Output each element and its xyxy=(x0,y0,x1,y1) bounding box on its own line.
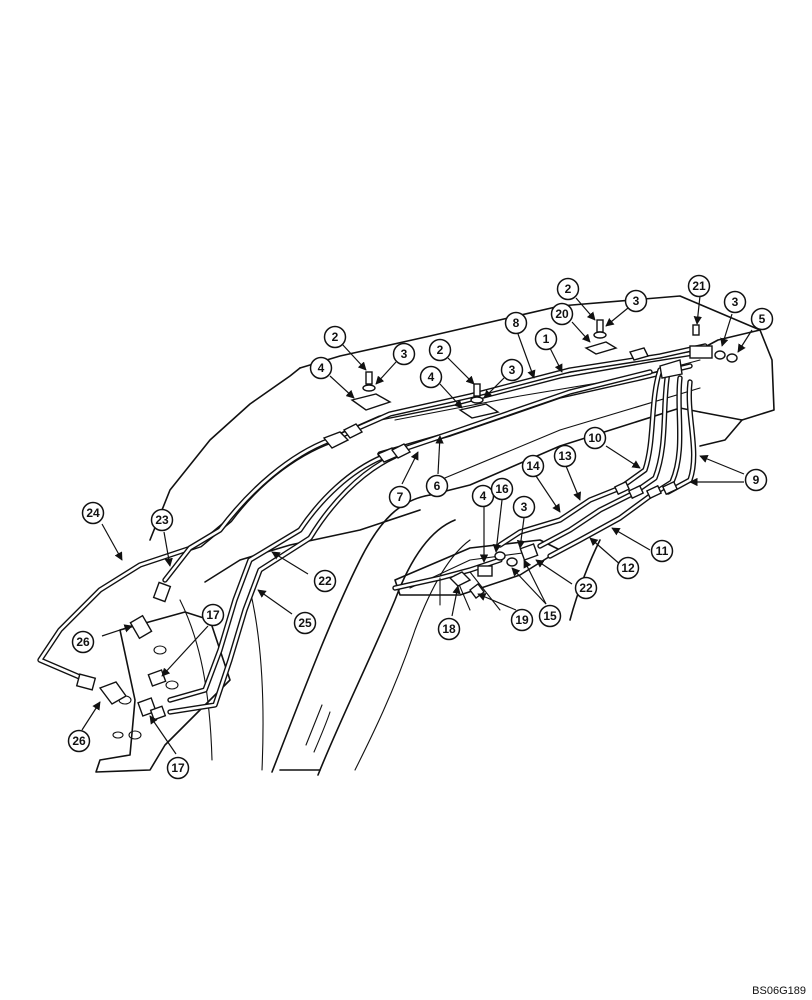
svg-text:3: 3 xyxy=(509,363,516,377)
callout-11: 11 xyxy=(650,539,674,563)
svg-text:2: 2 xyxy=(332,330,339,344)
svg-text:9: 9 xyxy=(753,473,760,487)
callout-18: 18 xyxy=(437,617,461,641)
callout-2-left: 2 xyxy=(323,325,347,349)
svg-text:22: 22 xyxy=(318,574,332,588)
svg-text:14: 14 xyxy=(526,459,540,473)
svg-text:16: 16 xyxy=(495,482,509,496)
svg-text:4: 4 xyxy=(318,361,325,375)
svg-text:2: 2 xyxy=(437,343,444,357)
callout-25: 25 xyxy=(293,611,317,635)
callout-26-bottom: 26 xyxy=(67,729,91,753)
callout-8: 8 xyxy=(504,311,528,335)
svg-text:12: 12 xyxy=(621,561,635,575)
svg-text:4: 4 xyxy=(480,489,487,503)
svg-text:3: 3 xyxy=(521,500,528,514)
callout-23: 23 xyxy=(150,508,174,532)
callout-3-middle: 3 xyxy=(500,358,524,382)
callout-2-middle: 2 xyxy=(428,338,452,362)
svg-text:23: 23 xyxy=(155,513,169,527)
callout-20: 20 xyxy=(550,302,574,326)
callout-14: 14 xyxy=(521,454,545,478)
svg-text:26: 26 xyxy=(76,635,90,649)
callout-13: 13 xyxy=(553,444,577,468)
callout-10: 10 xyxy=(583,426,607,450)
svg-text:19: 19 xyxy=(515,613,529,627)
callout-3-lower: 3 xyxy=(512,495,536,519)
callout-15: 15 xyxy=(538,604,562,628)
callout-6: 6 xyxy=(425,474,449,498)
callout-22-left: 22 xyxy=(313,569,337,593)
svg-text:3: 3 xyxy=(732,295,739,309)
svg-text:22: 22 xyxy=(579,581,593,595)
callout-5: 5 xyxy=(750,307,774,331)
figure-code: BS06G189 xyxy=(752,985,806,997)
callout-2-top: 2 xyxy=(556,277,580,301)
boom-structure xyxy=(149,295,775,776)
svg-text:3: 3 xyxy=(633,294,640,308)
svg-text:7: 7 xyxy=(397,490,404,504)
callout-4-lower: 4 xyxy=(471,484,495,508)
callout-22-right: 22 xyxy=(574,576,598,600)
svg-text:11: 11 xyxy=(656,544,669,558)
callout-4-middle: 4 xyxy=(419,365,443,389)
svg-text:26: 26 xyxy=(72,734,86,748)
svg-text:3: 3 xyxy=(401,347,408,361)
callout-26-top: 26 xyxy=(71,630,95,654)
svg-text:20: 20 xyxy=(555,307,569,321)
callout-24: 24 xyxy=(81,501,105,525)
svg-text:17: 17 xyxy=(206,608,220,622)
callout-17-top: 17 xyxy=(201,603,225,627)
svg-text:2: 2 xyxy=(565,282,572,296)
callout-21: 21 xyxy=(687,274,711,298)
svg-text:10: 10 xyxy=(588,431,602,445)
callout-17-bottom: 17 xyxy=(166,756,190,780)
svg-text:25: 25 xyxy=(298,616,312,630)
fittings xyxy=(75,319,738,721)
svg-text:13: 13 xyxy=(558,449,572,463)
svg-text:8: 8 xyxy=(513,316,520,330)
callout-7: 7 xyxy=(388,485,412,509)
svg-text:21: 21 xyxy=(692,279,706,293)
callout-9: 9 xyxy=(744,468,768,492)
hydraulic-tubes xyxy=(37,343,708,715)
callout-1: 1 xyxy=(534,327,558,351)
svg-text:15: 15 xyxy=(543,609,557,623)
callout-4-left: 4 xyxy=(309,356,333,380)
callout-3-left: 3 xyxy=(392,342,416,366)
svg-text:4: 4 xyxy=(428,370,435,384)
svg-text:1: 1 xyxy=(543,332,550,346)
callout-balloons: 2 3 4 2 3 4 8 1 2 3 20 21 3 5 7 6 10 9 1… xyxy=(67,274,774,780)
callout-3-top: 3 xyxy=(624,289,648,313)
svg-text:24: 24 xyxy=(86,506,100,520)
svg-text:17: 17 xyxy=(171,761,185,775)
svg-text:5: 5 xyxy=(759,312,766,326)
callout-3-right: 3 xyxy=(723,290,747,314)
callout-16: 16 xyxy=(490,477,514,501)
callout-leaders xyxy=(81,295,753,755)
callout-12: 12 xyxy=(616,556,640,580)
callout-19: 19 xyxy=(510,608,534,632)
svg-text:18: 18 xyxy=(442,622,456,636)
svg-text:6: 6 xyxy=(434,479,441,493)
